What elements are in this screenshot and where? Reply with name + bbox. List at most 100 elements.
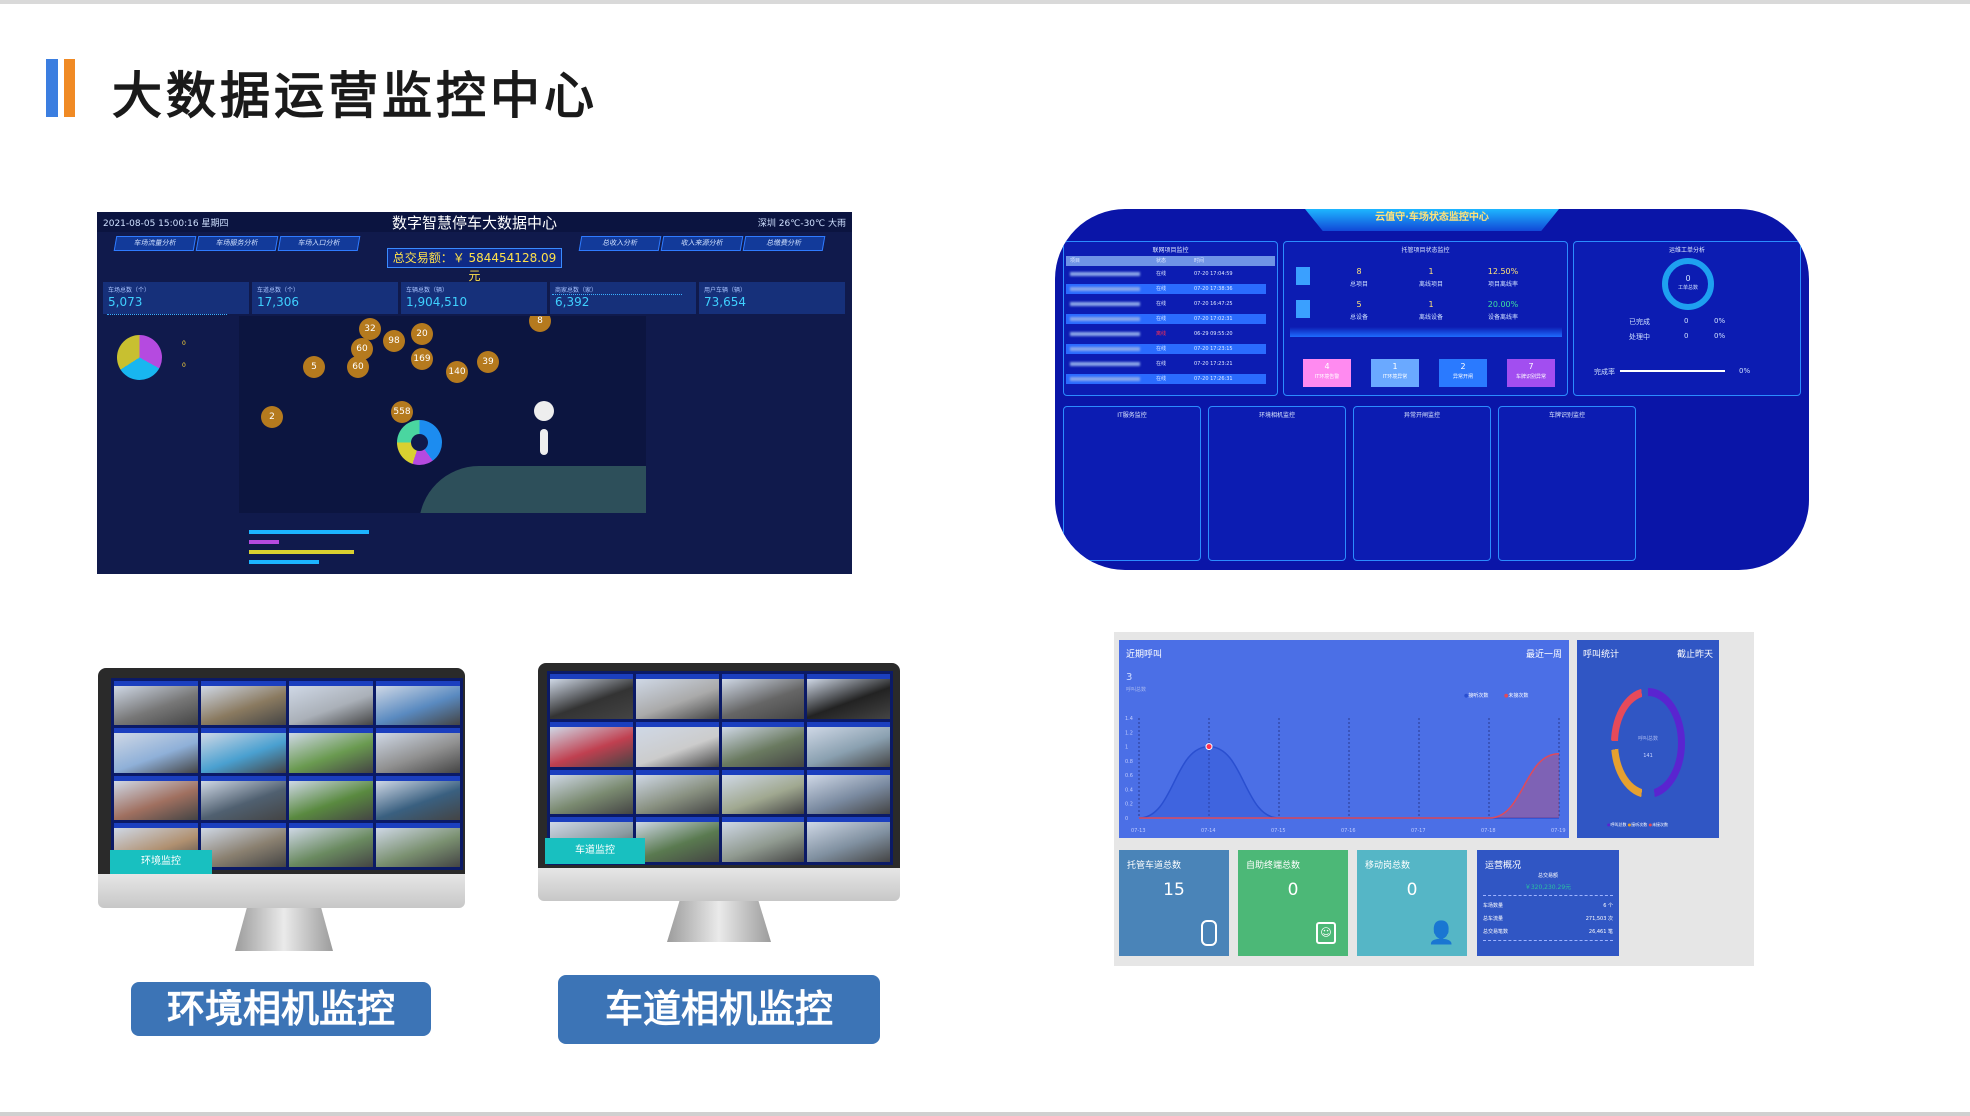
cluster-marker: 98: [383, 330, 405, 352]
panel-it: IT服务监控: [1063, 406, 1201, 561]
total-transaction: 总交易额：￥ 584454128.09 元: [387, 248, 562, 283]
compass-icon: [534, 401, 554, 421]
legend-label: 呼叫总数: [1610, 822, 1627, 827]
cluster-marker: 169: [411, 348, 433, 370]
row-time: 07-20 17:26:31: [1194, 376, 1233, 382]
rate-bar: [1620, 370, 1725, 372]
ops-row-label: 总交易笔数: [1483, 929, 1509, 935]
monitor-lane: 车道监控: [538, 663, 900, 868]
stat-label: 离线设备: [1418, 314, 1443, 321]
call-total: 3: [1126, 672, 1133, 683]
ops-row-label: 车场数量: [1483, 903, 1504, 909]
camera-feed: [288, 775, 373, 820]
panel-title: 车牌识别监控: [1548, 412, 1585, 419]
donut-legend: ●呼叫总数 ●接听次数 ●未接次数: [1607, 822, 1669, 827]
stat-label: 设备离线率: [1487, 314, 1518, 321]
series-line: [1139, 752, 1560, 819]
camera-feed: [201, 775, 286, 820]
camera-feed: [114, 681, 199, 726]
tile-label: IT环境告警: [1314, 374, 1340, 380]
stat-card: 商家总数（家）6,392: [550, 282, 696, 314]
row-time: 07-20 17:38:36: [1194, 286, 1233, 292]
x-tick-label: 07-13: [1131, 828, 1146, 834]
camera-feed: [807, 817, 890, 862]
th: 项目: [1070, 258, 1081, 264]
blurred-project-name: [1070, 362, 1140, 366]
env-monitor-label: 环境监控: [110, 850, 212, 874]
pie-chart: [117, 335, 162, 380]
stat-value: 17,306: [257, 295, 299, 309]
dashboard-title: 云值守·车场状态监控中心: [1305, 209, 1559, 231]
blurred-project-name: [1070, 377, 1140, 381]
title-accent-orange: [64, 59, 75, 117]
workorder-total-label: 工单总数: [1677, 285, 1698, 291]
person-headset-icon: 👤: [1427, 921, 1455, 946]
stat-label: 总项目: [1349, 281, 1368, 288]
divider: [1483, 895, 1613, 896]
nav-button: 收入来源分析: [660, 236, 744, 251]
progress-bar: [249, 540, 279, 544]
y-tick-label: 0.4: [1125, 787, 1133, 793]
doing-count: 0: [1684, 332, 1689, 340]
monitor-chin: [538, 868, 900, 901]
done-label: 已完成: [1629, 318, 1650, 326]
top-divider: [0, 0, 1970, 4]
legend-missed: ●未接次数: [1504, 693, 1529, 699]
bottom-divider: [0, 1112, 1970, 1116]
donut-center-label: 呼叫总数: [1637, 736, 1658, 742]
cluster-marker: 2: [261, 406, 283, 428]
doing-pct: 0%: [1714, 332, 1726, 340]
camera-feed: [288, 681, 373, 726]
ops-row-value: 271,503 次: [1585, 916, 1613, 922]
card-title: 自助终端总数: [1246, 861, 1301, 871]
stat-card: 车场总数（个）5,073: [103, 282, 249, 314]
row-status: 在线: [1156, 361, 1167, 367]
range-label: 截止昨天: [1676, 650, 1713, 660]
camera-feed: [721, 817, 805, 862]
tile-value: 1: [1392, 362, 1398, 371]
camera-feed: [201, 681, 286, 726]
progress-bar: [249, 530, 369, 534]
stat-value: 8: [1356, 267, 1362, 276]
range-label: 最近一周: [1525, 650, 1562, 660]
zero-value: 0: [182, 362, 186, 369]
camera-feed: [635, 769, 719, 815]
lane-camera-caption: 车道相机监控: [558, 975, 880, 1044]
card-title: 移动岗总数: [1365, 861, 1411, 871]
weather: 深圳 26℃-30℃ 大雨: [757, 219, 846, 229]
camera-feed: [550, 674, 633, 719]
project-icon: [1296, 267, 1310, 285]
camera-feed: [375, 681, 460, 726]
cluster-marker: 60: [347, 356, 369, 378]
x-tick-label: 07-16: [1341, 828, 1356, 834]
ops-row-value: 6 个: [1603, 903, 1613, 909]
legend-label: 接听次数: [1631, 822, 1648, 827]
cluster-marker: 8: [529, 316, 551, 332]
legend-label: 未接次数: [1508, 693, 1529, 699]
camera-feed: [807, 769, 890, 815]
card-title: 托管车道总数: [1127, 861, 1182, 871]
tile-value: 7: [1528, 362, 1534, 371]
nav-button: 总缴费分析: [742, 236, 826, 251]
card-value: 0: [1287, 880, 1299, 900]
tile-value: 2: [1460, 362, 1466, 371]
cluster-marker: 32: [359, 318, 381, 340]
panel-title: 联网项目监控: [1152, 247, 1189, 254]
camera-feed: [201, 728, 286, 773]
row-time: 06-29 09:55:20: [1194, 331, 1233, 337]
blurred-project-name: [1070, 317, 1140, 321]
donut-hole: [1618, 696, 1678, 790]
nav-button: 车场入口分析: [277, 236, 361, 251]
ops-total: ￥320,230.29元: [1524, 884, 1572, 891]
x-tick-label: 07-14: [1201, 828, 1216, 834]
env-camera-caption: 环境相机监控: [131, 982, 431, 1036]
stat-value: 5,073: [108, 295, 143, 309]
panel-title: 运维工单分析: [1668, 247, 1705, 254]
nav-button: 总收入分析: [578, 236, 662, 251]
stat-value: 73,654: [704, 295, 746, 309]
